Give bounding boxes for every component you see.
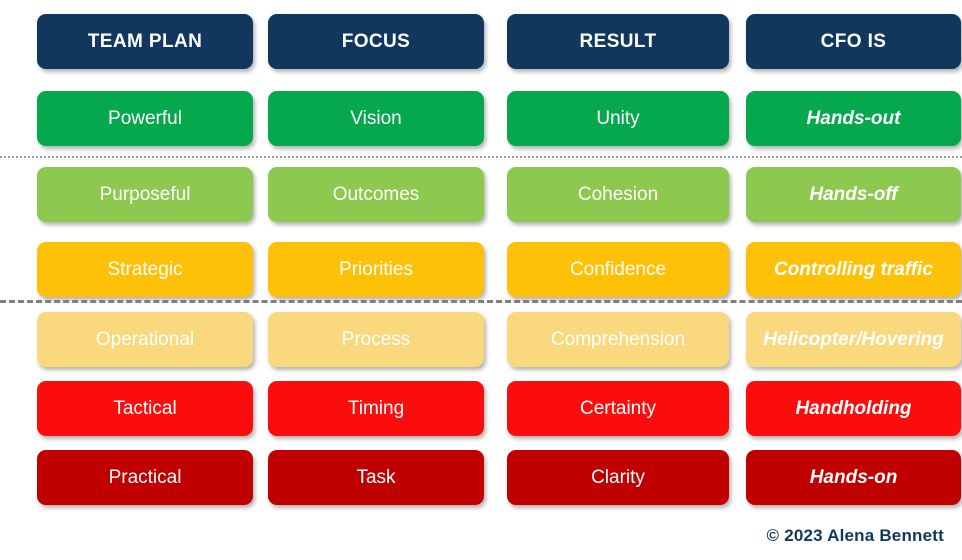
row-powerful: Powerful Vision Unity Hands-out	[0, 91, 962, 146]
cell-practical-focus[interactable]: Task	[268, 450, 484, 505]
copyright-notice: © 2023 Alena Bennett	[766, 526, 944, 545]
cell-powerful-cfo-is[interactable]: Hands-out	[746, 91, 961, 146]
cell-label: Vision	[350, 107, 402, 129]
header-label-focus: FOCUS	[341, 30, 411, 52]
cell-tactical-cfo-is[interactable]: Handholding	[746, 381, 961, 436]
cell-powerful-focus[interactable]: Vision	[268, 91, 484, 146]
header-cell-result[interactable]: RESULT	[507, 14, 729, 69]
cell-label: Tactical	[113, 397, 177, 419]
cell-powerful-team-plan[interactable]: Powerful	[37, 91, 253, 146]
cell-powerful-result[interactable]: Unity	[507, 91, 729, 146]
cell-operational-focus[interactable]: Process	[268, 312, 484, 367]
cell-label: Handholding	[795, 397, 912, 419]
cell-purposeful-focus[interactable]: Outcomes	[268, 167, 484, 222]
cell-label: Clarity	[591, 466, 645, 488]
header-row: TEAM PLAN FOCUS RESULT CFO IS	[0, 14, 962, 69]
cell-label: Practical	[108, 466, 182, 488]
matrix-grid: TEAM PLAN FOCUS RESULT CFO IS Powerful V…	[0, 14, 962, 505]
cell-label: Controlling traffic	[773, 258, 934, 280]
cell-label: Unity	[596, 107, 640, 129]
cell-strategic-cfo-is[interactable]: Controlling traffic	[746, 242, 961, 297]
header-cell-team-plan[interactable]: TEAM PLAN	[37, 14, 253, 69]
cell-label: Hands-on	[809, 466, 898, 488]
cell-label: Purposeful	[99, 183, 191, 205]
cell-label: Confidence	[569, 258, 667, 280]
cell-practical-team-plan[interactable]: Practical	[37, 450, 253, 505]
row-strategic: Strategic Priorities Confidence Controll…	[0, 242, 962, 297]
separator-dotted	[0, 156, 962, 158]
cell-label: Comprehension	[550, 328, 686, 350]
cell-practical-result[interactable]: Clarity	[507, 450, 729, 505]
header-cell-cfo-is[interactable]: CFO IS	[746, 14, 961, 69]
cell-tactical-team-plan[interactable]: Tactical	[37, 381, 253, 436]
row-operational: Operational Process Comprehension Helico…	[0, 312, 962, 367]
cell-label: Outcomes	[332, 183, 420, 205]
cell-label: Priorities	[339, 258, 413, 280]
cell-operational-team-plan[interactable]: Operational	[37, 312, 253, 367]
cell-label: Cohesion	[577, 183, 659, 205]
cell-strategic-result[interactable]: Confidence	[507, 242, 729, 297]
cell-label: Helicopter/Hovering	[763, 328, 944, 350]
cell-practical-cfo-is[interactable]: Hands-on	[746, 450, 961, 505]
cell-label: Strategic	[107, 258, 183, 280]
cell-purposeful-cfo-is[interactable]: Hands-off	[746, 167, 961, 222]
cell-label: Powerful	[108, 107, 182, 129]
cell-operational-cfo-is[interactable]: Helicopter/Hovering	[746, 312, 961, 367]
cell-strategic-team-plan[interactable]: Strategic	[37, 242, 253, 297]
separator-dashed	[0, 300, 962, 303]
cell-purposeful-team-plan[interactable]: Purposeful	[37, 167, 253, 222]
row-tactical: Tactical Timing Certainty Handholding	[0, 381, 962, 436]
cell-label: Hands-out	[806, 107, 901, 129]
header-label-result: RESULT	[579, 30, 657, 52]
row-purposeful: Purposeful Outcomes Cohesion Hands-off	[0, 167, 962, 222]
cell-label: Task	[356, 466, 396, 488]
cell-strategic-focus[interactable]: Priorities	[268, 242, 484, 297]
cell-label: Certainty	[579, 397, 657, 419]
header-label-team-plan: TEAM PLAN	[87, 30, 203, 52]
cell-label: Timing	[347, 397, 405, 419]
cell-tactical-focus[interactable]: Timing	[268, 381, 484, 436]
cell-label: Hands-off	[809, 183, 898, 205]
cell-label: Operational	[95, 328, 195, 350]
row-practical: Practical Task Clarity Hands-on	[0, 450, 962, 505]
header-label-cfo-is: CFO IS	[820, 30, 887, 52]
cell-label: Process	[341, 328, 411, 350]
cell-tactical-result[interactable]: Certainty	[507, 381, 729, 436]
header-cell-focus[interactable]: FOCUS	[268, 14, 484, 69]
cell-operational-result[interactable]: Comprehension	[507, 312, 729, 367]
cell-purposeful-result[interactable]: Cohesion	[507, 167, 729, 222]
